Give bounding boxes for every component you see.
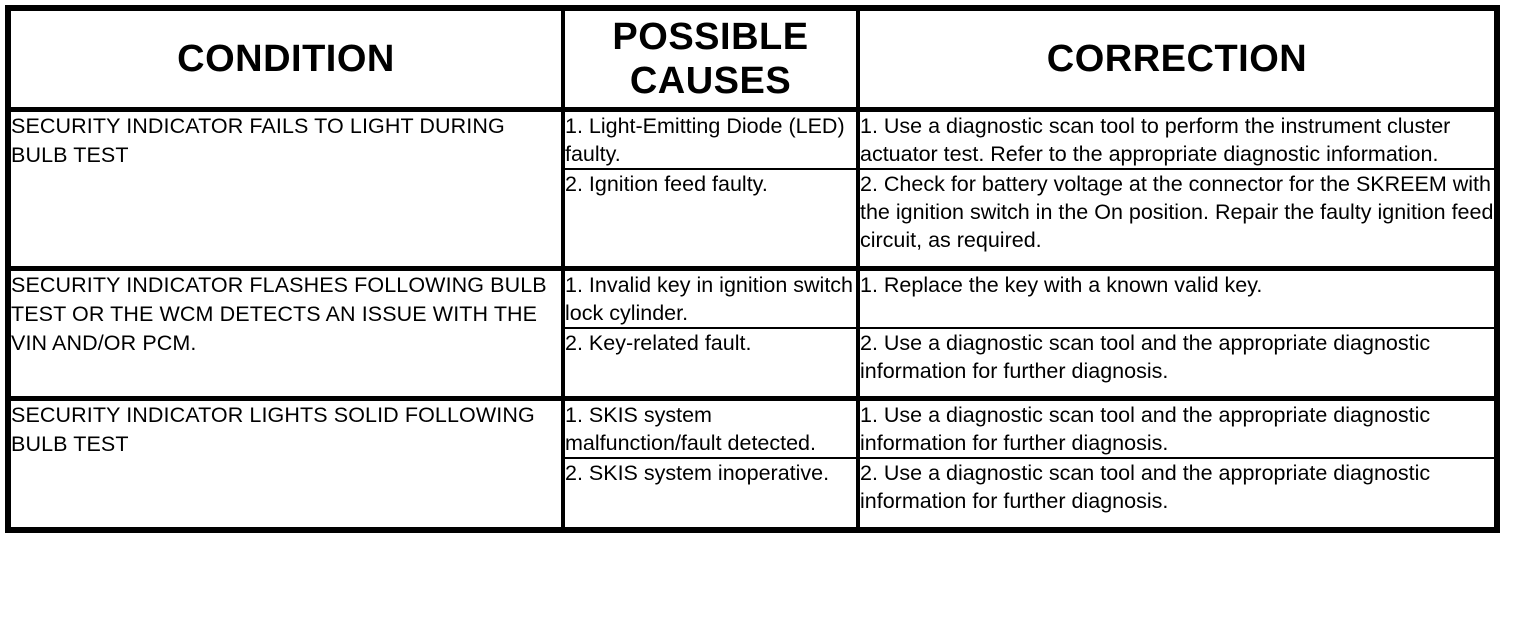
table-row: SECURITY INDICATOR FAILS TO LIGHT DURING…: [8, 109, 1497, 269]
column-header-condition: CONDITION: [8, 8, 565, 112]
possible-cause-cell: 2. Ignition feed faulty.: [563, 167, 860, 269]
correction-cell: 1. Replace the key with a known valid ke…: [858, 266, 1497, 328]
correction-cell: 1. Use a diagnostic scan tool to perform…: [860, 113, 1451, 166]
correction-cell: 2. Check for battery voltage at the conn…: [858, 167, 1497, 269]
table-row: SECURITY INDICATOR FLASHES FOLLOWING BUL…: [8, 266, 1497, 398]
possible-cause-cell: 2. SKIS system inoperative.: [563, 456, 860, 530]
column-header-condition-label: CONDITION: [177, 37, 395, 80]
condition-cell: SECURITY INDICATOR FAILS TO LIGHT DURING…: [8, 109, 565, 269]
correction-cell: 1. Use a diagnostic scan tool and the ap…: [858, 395, 1497, 458]
possible-cause-cell: 1. SKIS system malfunction/fault detecte…: [563, 395, 860, 458]
diagnostic-troubleshooting-table: CONDITION POSSIBLE CAUSES CORRECTION: [5, 5, 1500, 533]
column-header-correction: CORRECTION: [858, 8, 1497, 112]
table-header-row: CONDITION POSSIBLE CAUSES CORRECTION: [8, 8, 1497, 112]
possible-cause-cell: 1. Light-Emitting Diode (LED) faulty.: [563, 109, 860, 169]
condition-cell: SECURITY INDICATOR FLASHES FOLLOWING BUL…: [8, 266, 565, 398]
table-row: SECURITY INDICATOR LIGHTS SOLID FOLLOWIN…: [8, 395, 1497, 530]
table-body: SECURITY INDICATOR FAILS TO LIGHT DURING…: [8, 109, 1497, 530]
column-header-causes-line1: POSSIBLE: [612, 15, 809, 58]
column-header-possible-causes: POSSIBLE CAUSES: [563, 8, 860, 112]
correction-cell: 2. Use a diagnostic scan tool and the ap…: [858, 327, 1497, 398]
table-row: 2. SKIS system inoperative. 2. Use a dia…: [8, 456, 1497, 530]
column-header-correction-label: CORRECTION: [1046, 37, 1308, 80]
table-row: 2. Ignition feed faulty. 2. Check for ba…: [8, 167, 1497, 269]
column-header-causes-line2: CAUSES: [629, 59, 792, 102]
correction-cell: 2. Use a diagnostic scan tool and the ap…: [858, 456, 1497, 530]
table-row: 2. Key-related fault. 2. Use a diagnosti…: [8, 327, 1497, 398]
table-header: CONDITION POSSIBLE CAUSES CORRECTION: [8, 8, 1497, 112]
possible-cause-cell: 1. Invalid key in ignition switch lock c…: [563, 266, 860, 328]
possible-cause-cell: 2. Key-related fault.: [563, 327, 860, 398]
condition-cell: SECURITY INDICATOR LIGHTS SOLID FOLLOWIN…: [8, 395, 565, 530]
